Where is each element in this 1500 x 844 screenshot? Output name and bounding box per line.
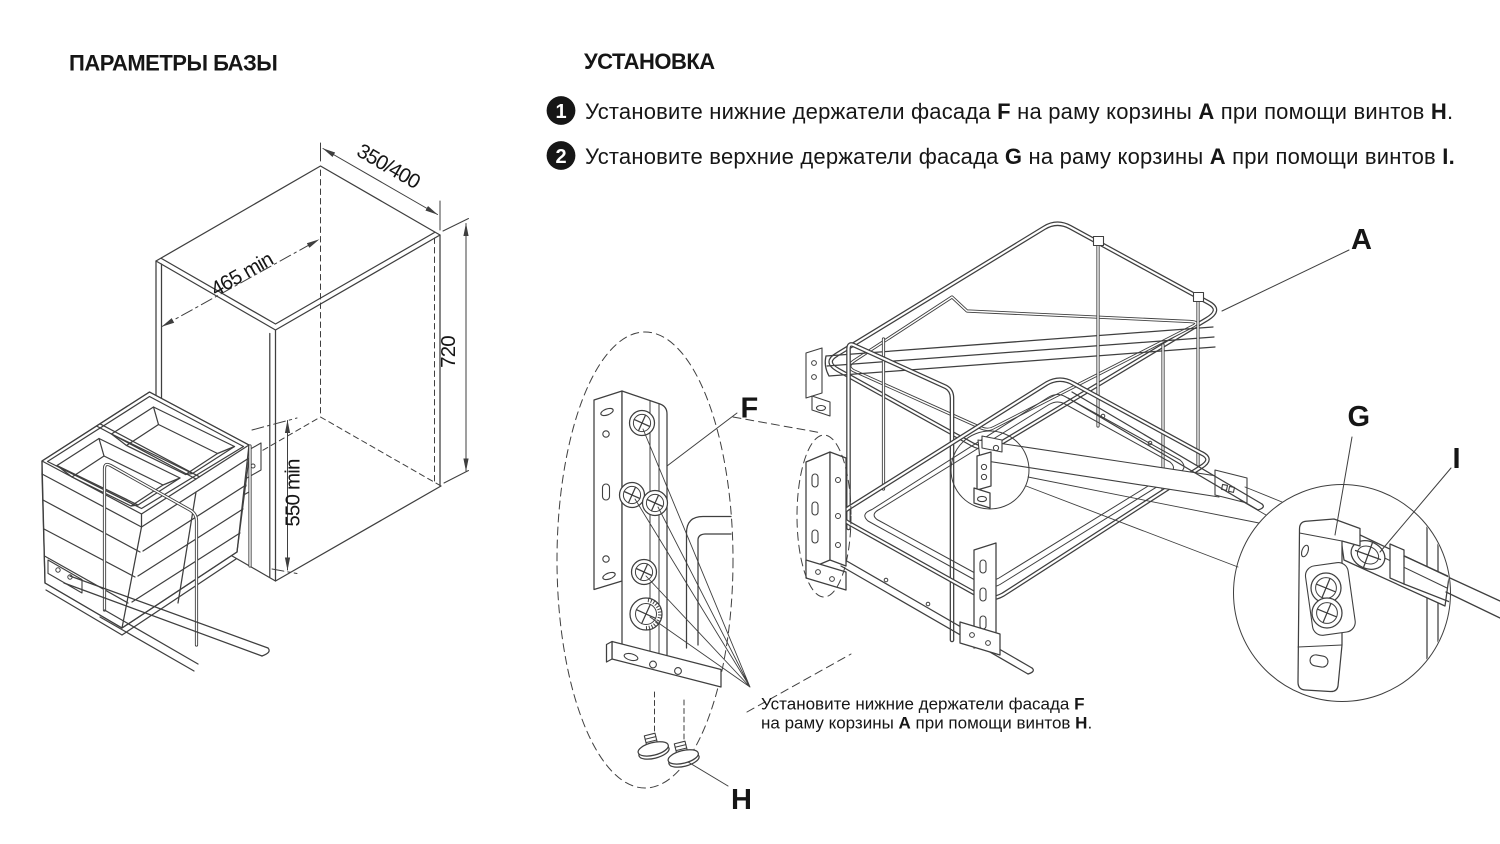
- svg-text:H: H: [731, 784, 752, 816]
- svg-text:2: 2: [555, 146, 566, 168]
- svg-text:1: 1: [555, 101, 566, 123]
- svg-text:A: A: [1351, 224, 1372, 256]
- svg-text:550 min: 550 min: [282, 459, 305, 527]
- svg-text:F: F: [741, 393, 759, 425]
- svg-text:ПАРАМЕТРЫ БАЗЫ: ПАРАМЕТРЫ БАЗЫ: [69, 51, 277, 76]
- svg-text:на раму корзины A при помощи в: на раму корзины A при помощи винтов H.: [761, 714, 1092, 733]
- svg-text:УСТАНОВКА: УСТАНОВКА: [584, 49, 715, 74]
- svg-text:720: 720: [437, 336, 460, 368]
- svg-text:G: G: [1348, 401, 1371, 433]
- svg-text:Установите нижние держатели фа: Установите нижние держатели фасада F: [761, 695, 1084, 714]
- svg-text:Установите верхние держатели ф: Установите верхние держатели фасада G на…: [585, 144, 1455, 169]
- svg-text:I: I: [1453, 443, 1461, 475]
- svg-text:Установите нижние держатели фа: Установите нижние держатели фасада F на …: [585, 99, 1453, 124]
